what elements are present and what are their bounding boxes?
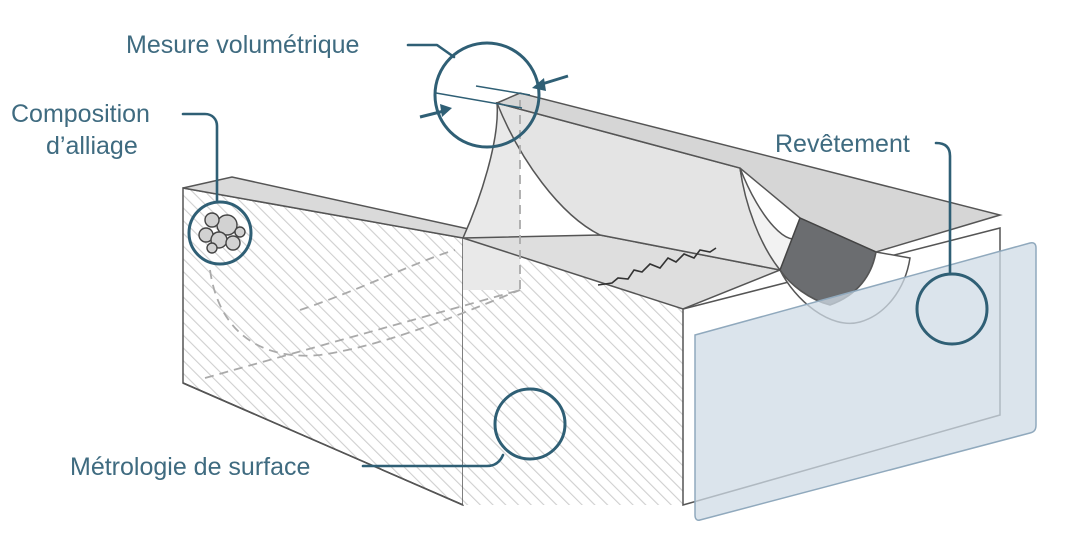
arrow-right-shaft (541, 74, 569, 86)
hidden-line-3 (204, 289, 521, 379)
callout-volumetric: Mesure volumétrique (126, 31, 569, 149)
alloy-magnifier-circle (187, 200, 253, 266)
coating-panel (694, 242, 1037, 521)
arrow-left-shaft (419, 109, 445, 119)
callout-surface: Métrologie de surface (70, 387, 567, 481)
hidden-line-2 (209, 269, 521, 357)
callout-coating: Revêtement (775, 130, 989, 346)
surface-magnifier-circle (493, 387, 567, 461)
label-alloy-line1: Composition (11, 100, 150, 128)
arrow-left-head (440, 104, 452, 117)
coating-magnifier-circle (915, 272, 989, 346)
arrow-right-head (532, 78, 546, 91)
label-alloy-line2: d’alliage (46, 132, 138, 160)
block-front-face-lower (463, 238, 683, 505)
grain-icon (198, 212, 246, 254)
label-coating: Revêtement (775, 130, 910, 158)
hidden-line-4 (299, 249, 456, 311)
label-surface: Métrologie de surface (70, 453, 310, 481)
crack-line (597, 247, 717, 286)
volumetric-magnifier-circle (433, 41, 541, 149)
label-volumetric: Mesure volumétrique (126, 31, 359, 59)
callout-alloy: Composition d’alliage (11, 100, 253, 266)
